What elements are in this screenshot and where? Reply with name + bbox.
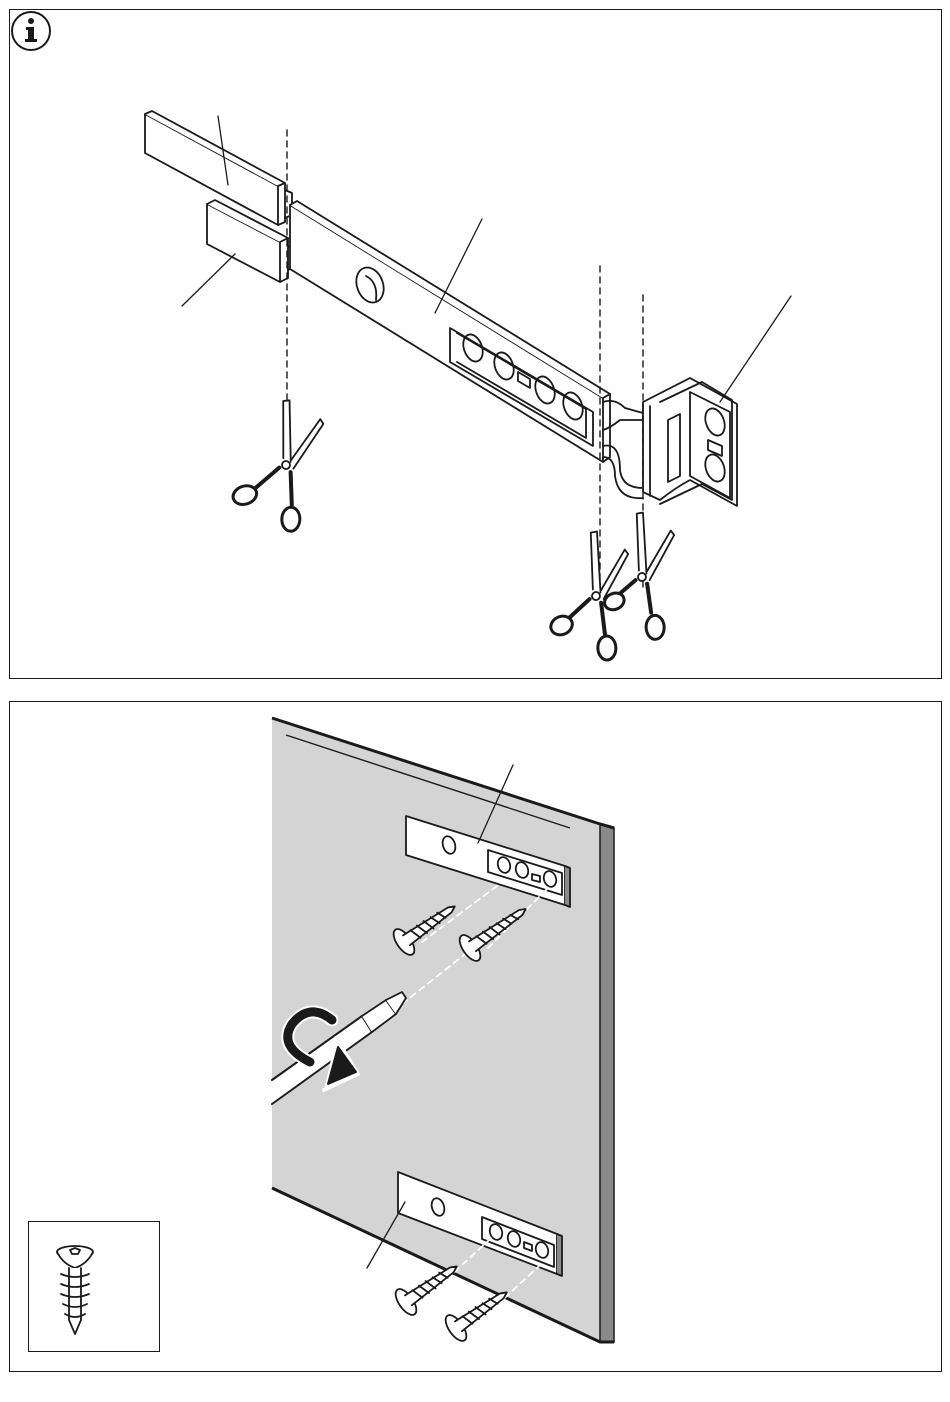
- scissors-icon: [225, 392, 327, 535]
- mounting-rail: [290, 201, 610, 462]
- wood-screw-icon: [29, 1222, 161, 1353]
- trim-rail-illustration: [10, 10, 943, 680]
- info-icon: [10, 10, 52, 52]
- step-panel-trim-rail: [9, 9, 942, 679]
- step-panel-attach-to-door: [9, 701, 942, 1372]
- hardware-callout: [28, 1221, 160, 1352]
- rail-connector: [603, 401, 643, 498]
